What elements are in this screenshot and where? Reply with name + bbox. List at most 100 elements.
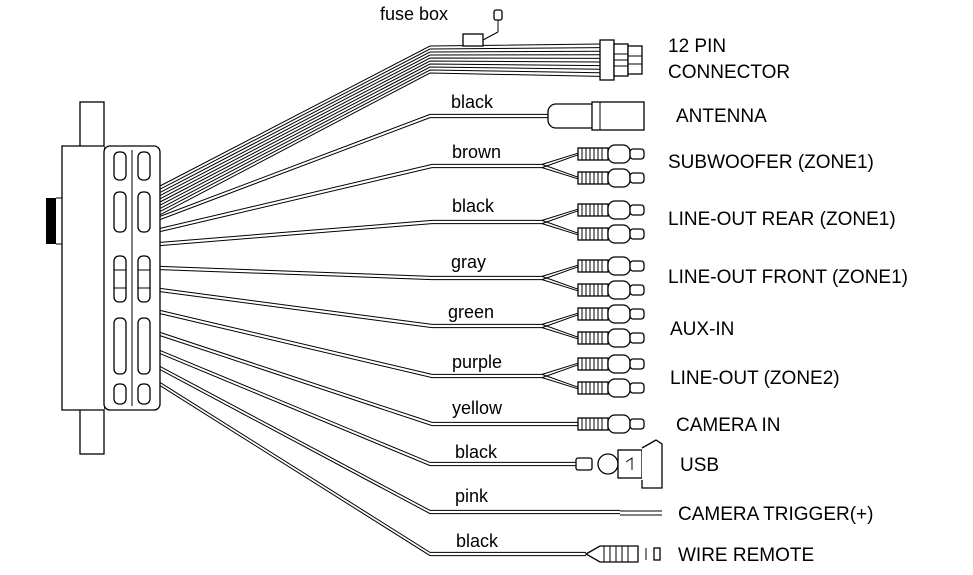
harness-wire [159, 353, 576, 467]
port-label-wire-remote: WIRE REMOTE [678, 545, 814, 566]
harness-wire-branch [541, 219, 579, 234]
connector-tip [627, 45, 643, 75]
rca-plug [577, 414, 645, 434]
usb-icon [625, 457, 633, 470]
rca-plug [577, 378, 645, 398]
harness-wire [159, 265, 542, 277]
harness-wire [159, 331, 578, 423]
rca-plug [577, 304, 645, 324]
wire-remote-plug [584, 545, 661, 563]
bundle-wire [159, 69, 601, 213]
rca-plug [577, 144, 645, 164]
wire-label-camera-in: yellow [452, 398, 503, 418]
fuse-icon [493, 9, 503, 21]
port-label-line-out-front: LINE-OUT FRONT (ZONE1) [668, 267, 908, 288]
rca-plug [577, 224, 645, 244]
connector-body [599, 39, 615, 81]
harness-wire [159, 287, 542, 325]
bundle-wire [159, 57, 601, 200]
wire-remote-plug-body [584, 545, 639, 563]
wire-label-usb: black [455, 442, 498, 462]
wire-label-line-out-rear: black [452, 196, 495, 216]
rca-plug [577, 328, 645, 348]
fuse-box-body [462, 33, 484, 47]
connector-label-line1: 12 PIN [668, 36, 726, 57]
bundle-wire [159, 66, 601, 209]
usb-plug-head [617, 449, 643, 479]
bundle-wire [159, 47, 601, 190]
harness-wire-branch [541, 373, 579, 388]
port-label-camera-trigger: CAMERA TRIGGER(+) [678, 504, 873, 525]
wire-label-wire-remote: black [456, 531, 499, 551]
labels: black brown black gray green purple yell… [448, 92, 908, 566]
port-label-line-out-rear: LINE-OUT REAR (ZONE1) [668, 209, 896, 230]
head-unit-front-bezel [61, 145, 104, 411]
harness-wire [159, 335, 578, 427]
rca-plug [577, 354, 645, 374]
harness-wire-branch [541, 364, 579, 379]
harness-wire-branch [541, 154, 579, 169]
wire-label-line-out-zone2: purple [452, 352, 502, 372]
rca-plugs [577, 144, 645, 434]
harness-wire [159, 223, 542, 247]
port-label-camera-in: CAMERA IN [676, 415, 781, 436]
harness-wire [159, 219, 542, 243]
wire-label-aux-in: green [448, 302, 494, 322]
harness-wire-branch [541, 264, 579, 277]
antenna-plug [547, 101, 645, 131]
rca-plug [577, 168, 645, 188]
harness-wire-branch [541, 275, 579, 290]
harness-wire-branch [541, 377, 579, 390]
harness-wire [159, 309, 542, 375]
harness-wire-branch [541, 323, 579, 338]
harness-wire-branch [541, 208, 579, 221]
connector-label-line2: CONNECTOR [668, 62, 790, 83]
head-unit-knob [46, 198, 56, 244]
harness-wire-branch [541, 279, 579, 292]
bundle-wire [159, 50, 601, 193]
port-label-aux-in: AUX-IN [670, 319, 734, 340]
antenna-plug-head [591, 101, 645, 131]
usb-plug-shell [641, 439, 663, 489]
wire-label-line-out-front: gray [451, 252, 486, 272]
rca-plug [577, 256, 645, 276]
harness-wire-branch [541, 167, 579, 180]
bundle-wire [159, 72, 601, 216]
fuse-box [462, 9, 503, 47]
harness-wire [159, 381, 586, 553]
harness-wire [159, 369, 620, 515]
port-label-antenna: ANTENNA [676, 106, 767, 127]
port-label-line-out-zone2: LINE-OUT (ZONE2) [670, 368, 840, 389]
harness-wire [159, 349, 576, 463]
bundle-wire [159, 54, 601, 197]
camera-trigger-end [620, 510, 662, 516]
head-unit [46, 101, 161, 455]
harness-wire [159, 385, 586, 557]
harness-wire [159, 313, 542, 379]
bundle-wire [159, 43, 601, 187]
antenna-plug-body [547, 103, 599, 129]
harness-wire [159, 291, 542, 329]
bundle-wire [159, 63, 601, 206]
port-label-subwoofer: SUBWOOFER (ZONE1) [668, 152, 874, 173]
rca-plug [577, 280, 645, 300]
harness-wire [159, 163, 542, 229]
bundle-wire [159, 60, 601, 203]
connector-bundle [159, 43, 601, 216]
wire-label-camera-trigger: pink [455, 486, 489, 506]
usb-plug [575, 439, 663, 489]
wire-remote-tip [653, 547, 661, 561]
harness-wire-branch [541, 312, 579, 325]
harness-wire-branch [541, 152, 579, 165]
wire-label-antenna: black [451, 92, 494, 112]
usb-plug-ring [597, 453, 619, 475]
harness-wire [159, 269, 542, 281]
rca-plug [577, 200, 645, 220]
harness-wire-branch [541, 163, 579, 178]
harness-wire [159, 365, 620, 511]
wire-label-subwoofer: brown [452, 142, 501, 162]
usb-cable-boot [575, 457, 593, 471]
harness-wire-branch [541, 362, 579, 375]
